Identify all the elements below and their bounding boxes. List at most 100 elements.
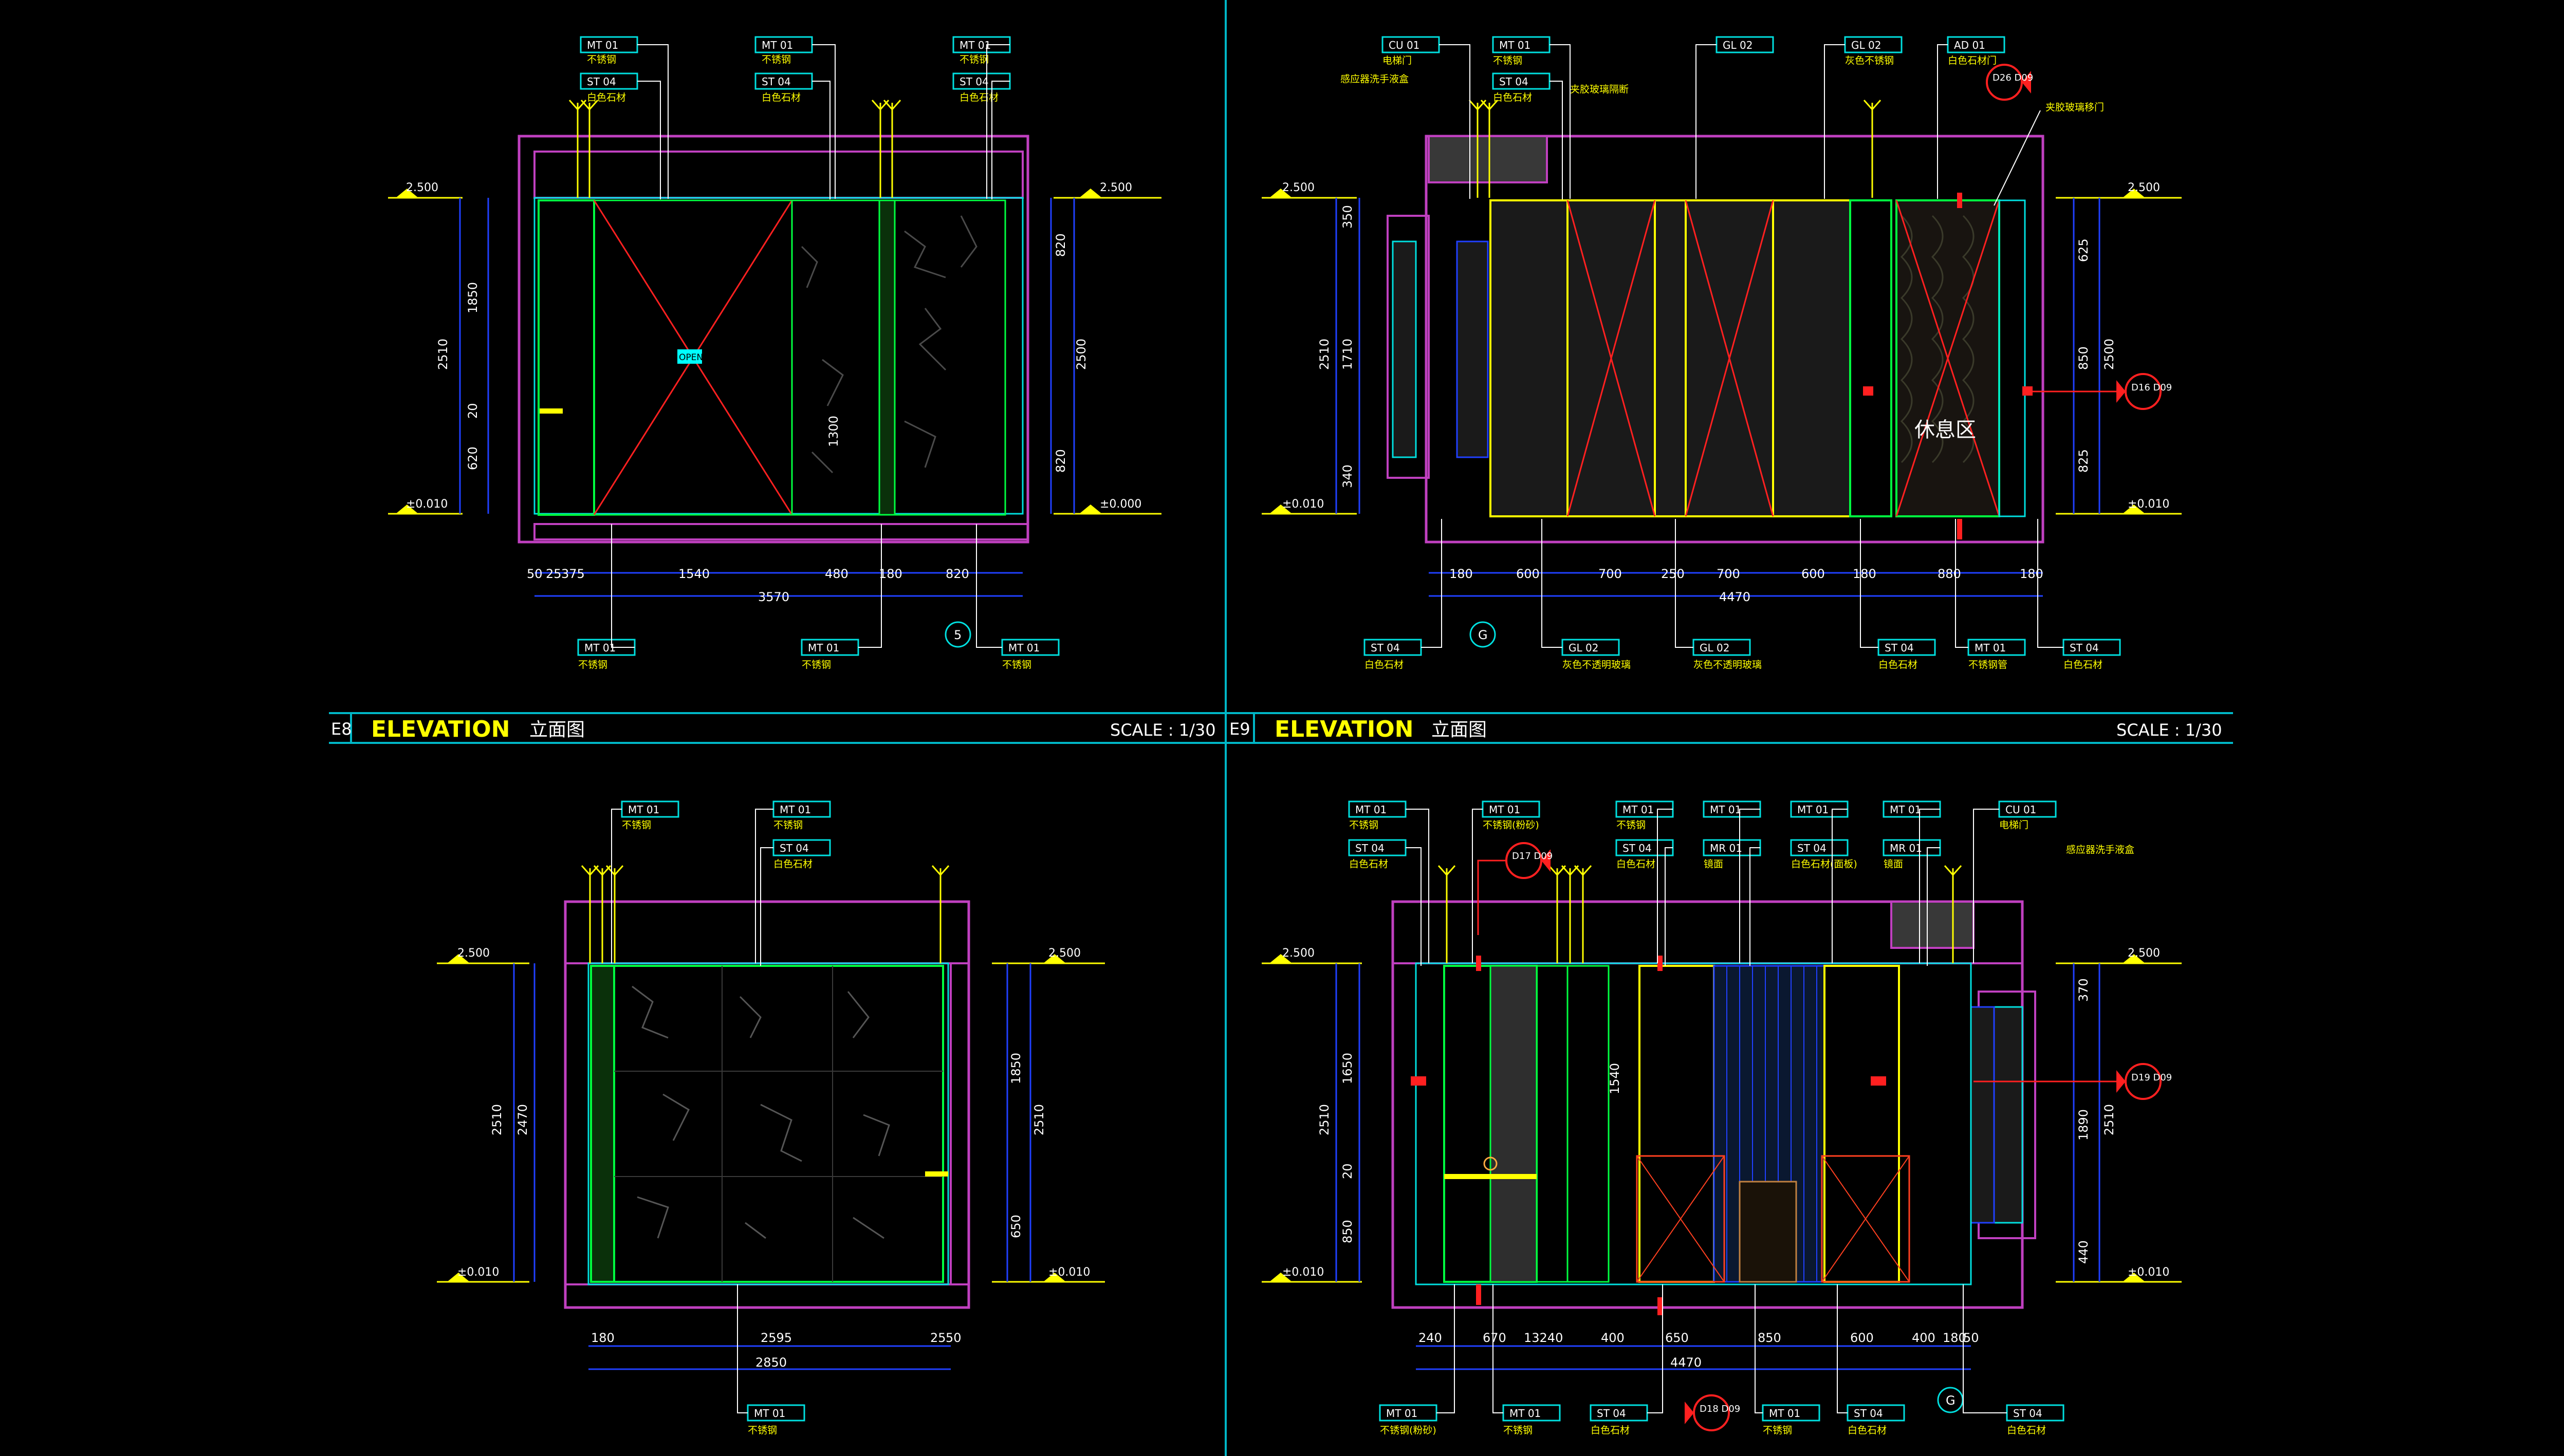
svg-text:白色石材: 白色石材 [1878,659,1917,670]
svg-text:ST 04: ST 04 [1854,1407,1883,1420]
svg-text:2500: 2500 [1074,339,1089,370]
svg-text:白色石材: 白色石材 [1848,1425,1887,1436]
svg-text:820: 820 [946,567,969,581]
svg-text:ST 04: ST 04 [762,76,791,88]
svg-text:MT 01: MT 01 [1489,804,1520,816]
svg-text:2510: 2510 [1317,339,1332,370]
svg-text:电梯门: 电梯门 [1382,55,1412,66]
detail-callout-d18[interactable]: D18 D09 [1685,1394,1740,1431]
svg-text:700: 700 [1598,567,1622,581]
svg-text:不锈钢: 不锈钢 [622,819,651,831]
svg-text:D26 D09: D26 D09 [1993,72,2033,83]
svg-text:MT 01: MT 01 [587,39,618,51]
svg-text:ST 04: ST 04 [1371,642,1400,654]
svg-text:不锈钢: 不锈钢 [762,54,791,65]
svg-text:240: 240 [1418,1331,1442,1345]
svg-text:600: 600 [1850,1331,1874,1345]
svg-text:GL 02: GL 02 [1700,642,1729,654]
svg-text:1890: 1890 [2076,1109,2091,1141]
open-sign [677,349,702,364]
svg-text:25: 25 [546,567,562,581]
svg-text:电梯门: 电梯门 [1999,819,2028,831]
material-tags-bottom-d: MT 01 不锈钢(粉砂) MT 01 不锈钢 ST 04 白色石材 MT 01… [1379,1404,2064,1436]
svg-text:1540: 1540 [678,567,710,581]
svg-text:不锈钢: 不锈钢 [773,819,803,831]
svg-text:不锈钢: 不锈钢 [587,54,616,65]
elevation-panel-b[interactable]: 休息区 2.500 2.500 ±0.010 ±0.010 [1262,36,2182,670]
svg-text:不锈钢: 不锈钢 [1503,1425,1533,1436]
svg-text:20: 20 [1340,1163,1355,1179]
elevation-panel-d[interactable]: 2.500 2.500 ±0.010 ±0.010 2510 1650 20 8… [1262,800,2182,1436]
svg-text:1710: 1710 [1340,339,1355,370]
svg-text:AD 01: AD 01 [1954,39,1985,51]
svg-text:白色石材: 白色石材 [2063,659,2102,670]
svg-text:50: 50 [527,567,543,581]
svg-text:白色石材: 白色石材 [773,858,813,870]
svg-text:镜面: 镜面 [1704,858,1723,870]
svg-text:CU 01: CU 01 [2005,804,2036,816]
svg-text:MT 01: MT 01 [808,642,839,654]
svg-text:250: 250 [1661,567,1685,581]
svg-text:2.500: 2.500 [2128,181,2160,194]
elevation-title-left: ELEVATION [371,716,510,742]
svg-text:180: 180 [1449,567,1473,581]
svg-text:650: 650 [1009,1215,1023,1238]
svg-text:不锈钢: 不锈钢 [1349,819,1378,831]
svg-text:±0.000: ±0.000 [1100,498,1141,511]
svg-text:±0.010: ±0.010 [2128,1266,2169,1279]
svg-text:820: 820 [1054,233,1068,257]
svg-text:350: 350 [1340,205,1355,229]
svg-text:625: 625 [2076,238,2091,262]
svg-text:2510: 2510 [1317,1104,1332,1135]
svg-text:ST 04: ST 04 [1622,842,1652,854]
svg-text:不锈钢: 不锈钢 [1763,1425,1792,1436]
svg-text:375: 375 [561,567,585,581]
elevation-panel-a[interactable]: OPEN 2.500 2.500 ±0.010 ±0.000 [388,36,1161,670]
svg-text:D18 D09: D18 D09 [1700,1404,1740,1414]
svg-text:MT 01: MT 01 [1008,642,1040,654]
svg-text:700: 700 [1717,567,1740,581]
svg-text:感应器洗手液盒: 感应器洗手液盒 [1340,73,1409,85]
level-top-left: 2.500 2.500 ±0.010 ±0.000 [388,181,1161,515]
svg-text:白色石材: 白色石材 [587,92,626,103]
detail-callout-d19[interactable]: D19 D09 [1973,1063,2172,1100]
svg-text:820: 820 [1054,449,1068,473]
svg-text:MT 01: MT 01 [1386,1407,1417,1420]
detail-callout-d26[interactable]: D26 D09 [1986,64,2033,101]
scale-label-right: SCALE : 1/30 [2116,720,2222,740]
svg-text:600: 600 [1516,567,1540,581]
grid-bubble-g[interactable] [1469,621,1496,648]
svg-text:2.500: 2.500 [2128,947,2160,960]
elevation-code-e8: E8 [331,719,352,739]
svg-text:白色石材: 白色石材 [960,92,999,103]
svg-text:ST 04: ST 04 [587,76,616,88]
svg-text:G: G [1478,628,1488,642]
elevation-title-right: ELEVATION [1275,716,1413,742]
svg-text:2510: 2510 [490,1104,504,1135]
wall-outline [518,135,1029,544]
svg-text:MT 01: MT 01 [1890,804,1921,816]
scale-label-left: SCALE : 1/30 [1110,720,1216,740]
svg-text:2470: 2470 [515,1104,530,1135]
svg-text:650: 650 [1665,1331,1689,1345]
detail-callout-d16[interactable]: D16 D09 [2025,373,2172,410]
svg-text:不锈钢: 不锈钢 [1616,819,1646,831]
svg-text:880: 880 [1938,567,1961,581]
svg-text:不锈钢: 不锈钢 [802,659,831,670]
svg-text:2.500: 2.500 [1048,947,1081,960]
svg-text:20: 20 [466,403,480,419]
svg-text:370: 370 [2076,978,2091,1002]
svg-text:4470: 4470 [1719,590,1750,604]
svg-text:1300: 1300 [826,416,841,447]
elevation-panel-c[interactable]: 2.500 2.500 ±0.010 ±0.010 2510 2470 1850… [437,800,1105,1436]
svg-text:MT 01: MT 01 [1710,804,1741,816]
svg-text:850: 850 [2076,346,2091,370]
svg-text:MT 01: MT 01 [1499,39,1530,51]
dim-left-total: 2510 [436,339,450,370]
grid-bubble[interactable] [945,621,971,648]
svg-text:白色石材: 白色石材 [762,92,801,103]
svg-text:±0.010: ±0.010 [457,1266,499,1279]
detail-callout-d17[interactable]: D17 D09 [1477,842,1553,935]
svg-text:2.500: 2.500 [1282,947,1315,960]
